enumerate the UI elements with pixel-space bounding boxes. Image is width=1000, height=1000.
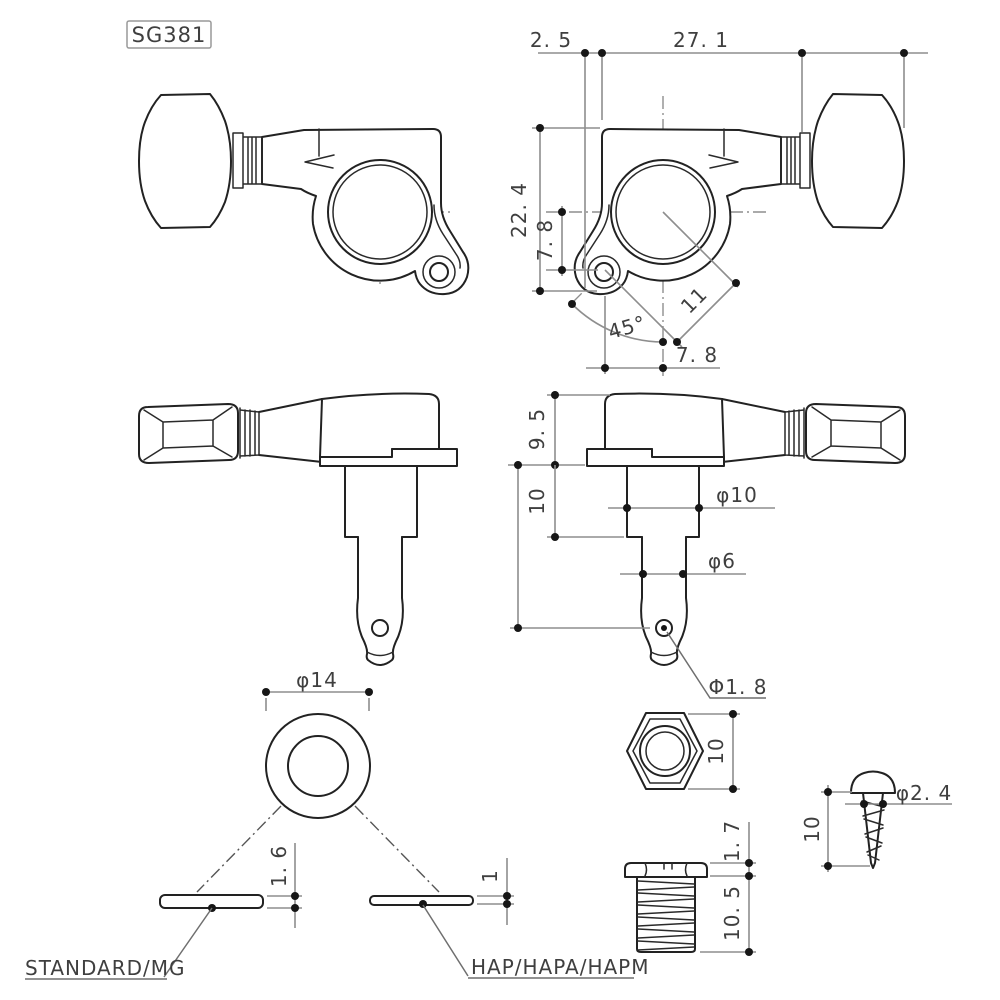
part-number-label: SG381 [132, 23, 207, 47]
dim-upper-shaft-diameter: φ10 [716, 483, 758, 507]
washer-bore [287, 735, 349, 797]
nut-hex-chamfer [632, 718, 698, 784]
bushing-head [624, 862, 708, 878]
bushing-view: 1. 7 10. 5 [624, 820, 756, 956]
screw-view: 10 φ2. 4 [800, 770, 952, 872]
washer-leader-left [196, 805, 282, 893]
dim-hap-thickness: 1 [478, 869, 502, 883]
washer-leader-right [354, 805, 440, 893]
dim-screw-length: 10 [800, 815, 824, 842]
dim-nut-across-flats: 10 [704, 737, 728, 764]
front-view-right [546, 93, 905, 376]
front-view-left [138, 93, 470, 296]
washer-front-view: φ14 [196, 668, 440, 893]
dim-screw-thread-diameter: φ2. 4 [896, 781, 952, 805]
dim-lower-shaft-diameter: φ6 [708, 549, 736, 573]
dim-upper-shaft-length: 10 [525, 487, 549, 514]
bushing-thread-body [636, 876, 696, 953]
screw-head [850, 770, 896, 794]
dim-bushing-head-height: 1. 7 [720, 820, 744, 862]
nut-bore-outer [639, 725, 691, 777]
dim-housing-height: 9. 5 [525, 408, 549, 450]
dim-string-hole-diameter: Φ1. 8 [709, 675, 768, 699]
string-hole-center [661, 625, 667, 631]
bushing-head-facets [644, 862, 688, 877]
dim-bushing-thread-length: 10. 5 [720, 885, 744, 941]
dim-washer-outer-diameter: φ14 [296, 668, 338, 692]
nut-bore-inner [645, 731, 685, 771]
dim-hole-angle: 45° [605, 310, 649, 344]
side-view-right [586, 392, 906, 666]
dim-overall-height: 22. 4 [507, 182, 531, 238]
washer-standard-side: 1. 6 STANDARD/MG [25, 843, 302, 980]
washer-hap-side: 1 HAP/HAPA/HAPM [369, 858, 649, 979]
front-view-dimensions: 2. 5 27. 1 22. 4 7. 8 45° 11 7. 8 [507, 28, 928, 374]
label-standard-mg: STANDARD/MG [25, 956, 186, 980]
dim-ear-overhang: 2. 5 [530, 28, 572, 52]
side-view-left [138, 392, 458, 666]
dim-hole-horizontal-offset: 7. 8 [676, 343, 718, 367]
side-view-dimensions: 9. 5 10 φ10 φ6 Φ1. 8 [508, 391, 775, 699]
bushing-threads [637, 880, 695, 951]
label-hap-hapa-hapm: HAP/HAPA/HAPM [471, 955, 649, 979]
dim-standard-thickness: 1. 6 [267, 845, 291, 887]
hex-nut-view: 10 [626, 710, 740, 793]
dim-hole-vertical-offset: 7. 8 [533, 219, 557, 261]
dim-body-width: 27. 1 [673, 28, 729, 52]
part-number-box: SG381 [126, 20, 212, 49]
